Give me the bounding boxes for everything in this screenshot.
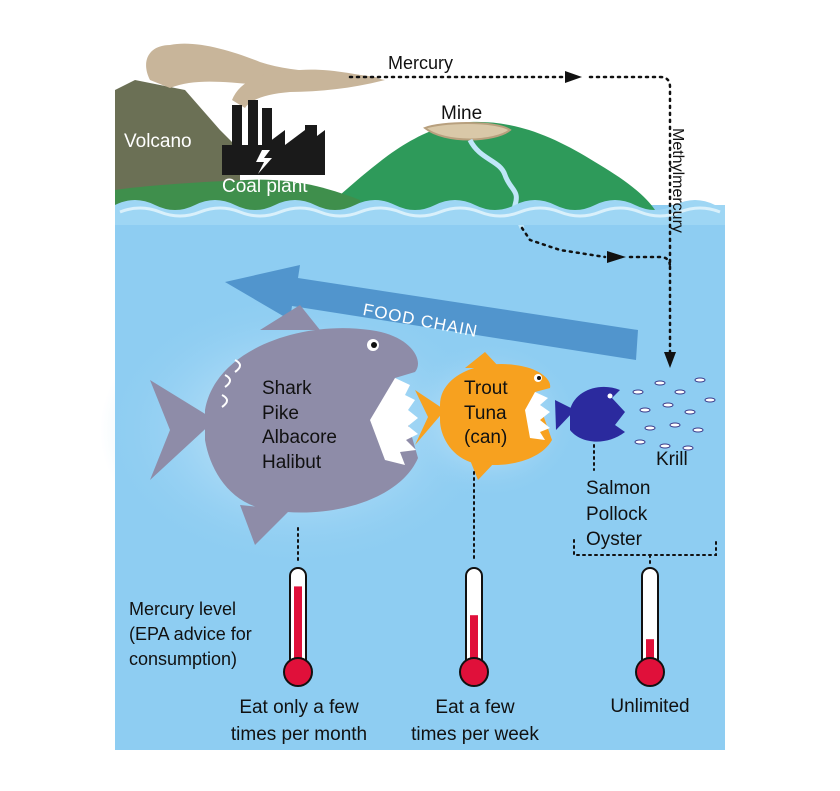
coal-plant-icon [222,100,325,175]
mid-fish-species: Trout Tuna (can) [464,377,508,451]
advice-week-line-1: Eat a few [411,695,539,722]
big-fish-species: Shark Pike Albacore Halibut [262,377,337,476]
legend-line-3: consumption) [129,647,252,672]
mercury-level-legend: Mercury level (EPA advice for consumptio… [129,597,252,673]
advice-month-line-2: times per month [231,722,367,749]
species-trout: Trout [464,377,508,402]
advice-few-per-month: Eat only a few times per month [231,695,367,748]
mercury-label: Mercury [388,52,453,75]
advice-few-per-week: Eat a few times per week [411,695,539,748]
advice-month-line-1: Eat only a few [231,695,367,722]
small-fish-species: Salmon Pollock Oyster [586,476,650,553]
coal-plant-label: Coal plant [222,175,308,199]
methylmercury-label: Methylmercury [668,128,686,233]
species-albacore: Albacore [262,426,337,451]
species-pike: Pike [262,402,337,427]
species-tuna: Tuna [464,402,508,427]
mine-label: Mine [441,102,482,126]
legend-line-2: (EPA advice for [129,622,252,647]
krill-label: Krill [656,448,688,472]
species-halibut: Halibut [262,451,337,476]
legend-line-1: Mercury level [129,597,252,622]
species-can: (can) [464,426,508,451]
species-salmon: Salmon [586,476,650,502]
species-shark: Shark [262,377,337,402]
thermometer-fill-1 [294,586,302,668]
advice-week-line-2: times per week [411,722,539,749]
species-oyster: Oyster [586,527,650,553]
mercury-arrowhead [565,71,582,83]
volcano-label: Volcano [124,130,192,154]
species-pollock: Pollock [586,502,650,528]
advice-unlimited: Unlimited [610,695,689,719]
